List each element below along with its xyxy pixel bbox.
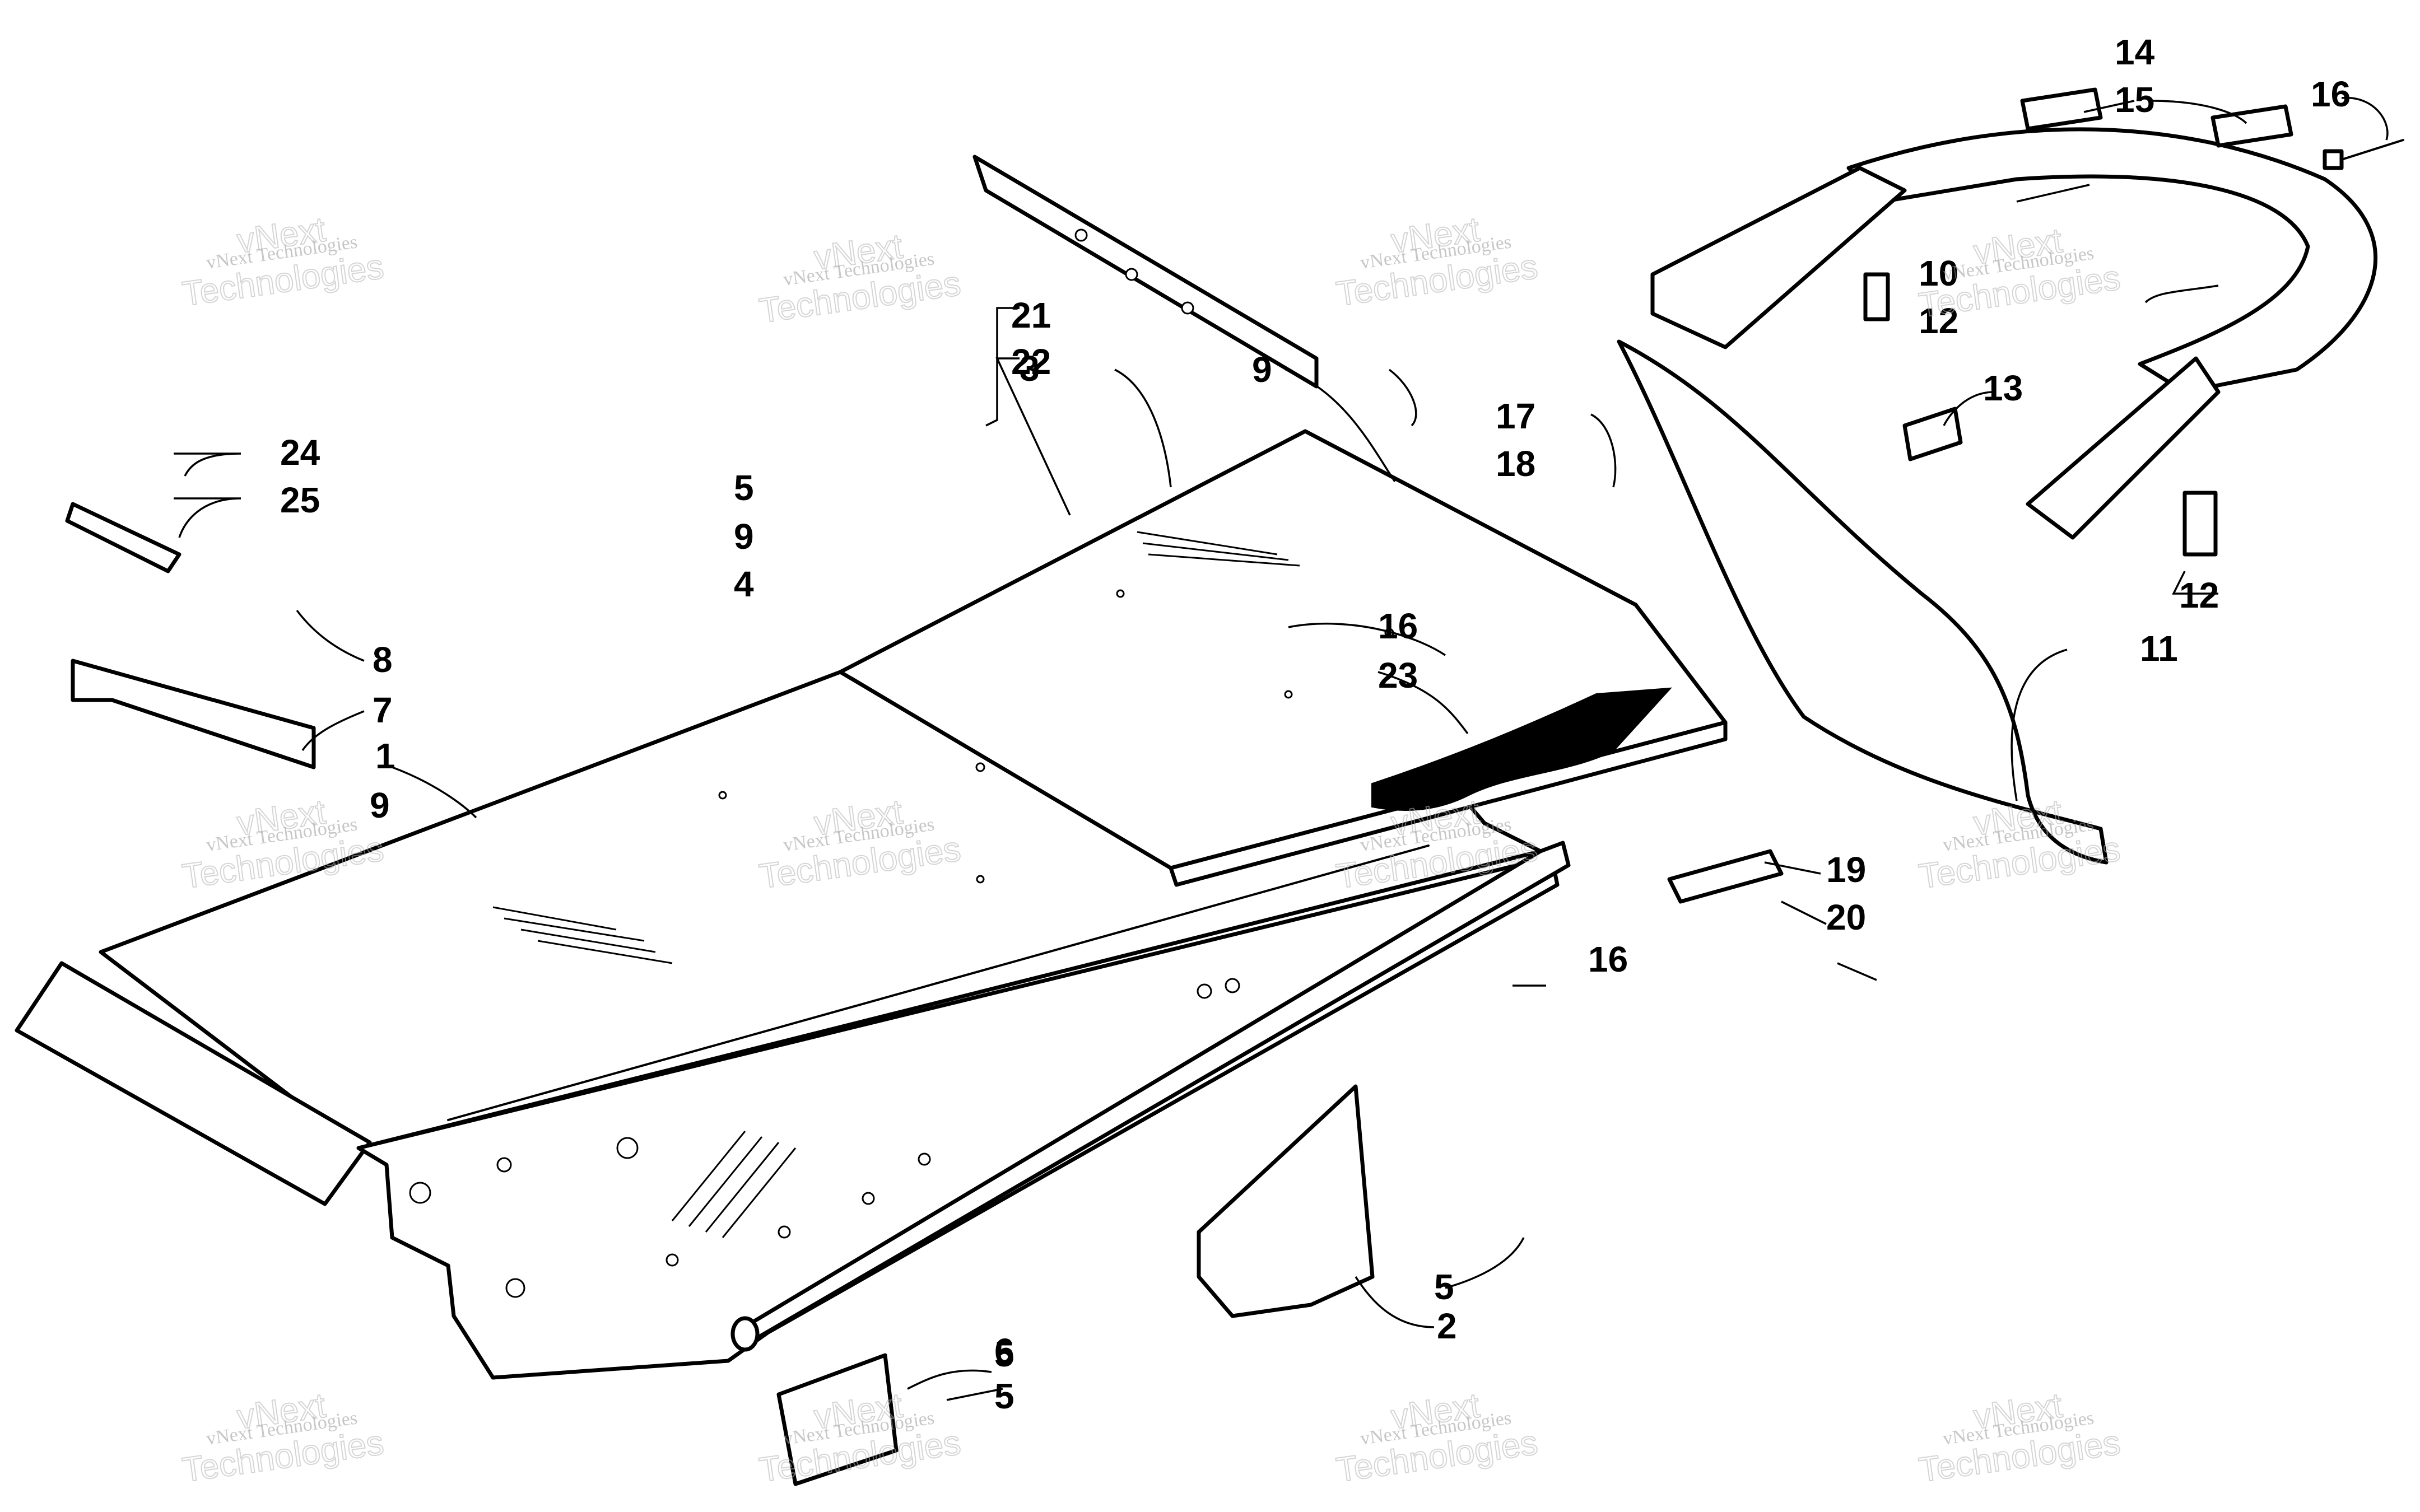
watermark: vNext Technologies vNext Technologies (756, 226, 964, 331)
bumper-shell (1617, 339, 2109, 865)
watermark: vNext Technologies vNext Technologies (756, 792, 964, 897)
watermark: vNext Technologies vNext Technologies (179, 209, 387, 314)
callout-16a: 16 (2311, 74, 2351, 114)
callout-5a: 5 (734, 468, 754, 508)
watermark: vNext Technologies vNext Technologies (1916, 1385, 2123, 1490)
running-board-bracket (1197, 1084, 1375, 1318)
mounting-plate (776, 1353, 899, 1486)
callout-5d: 5 (994, 1334, 1014, 1374)
clip-nut-12 (2182, 491, 2218, 557)
callout-11: 11 (2140, 628, 2178, 669)
slide-rail-bar (737, 841, 1571, 1341)
callout-21: 21 (1011, 295, 1051, 335)
callout-8: 8 (373, 640, 393, 680)
watermark: vNext Technologies vNext Technologies (1916, 221, 2123, 325)
callout-6: 6 (994, 1331, 1014, 1371)
callout-10: 10 (1919, 253, 1958, 293)
bumper-bracket (71, 659, 316, 769)
slide-rail-end (730, 1316, 760, 1352)
callout-12b: 12 (2179, 575, 2219, 615)
callout-14: 14 (2115, 32, 2155, 72)
callout-3: 3 (1020, 348, 1040, 389)
callout-18: 18 (1496, 444, 1535, 484)
callout-2: 2 (1437, 1306, 1457, 1346)
tunnel-assembly (15, 429, 1728, 1380)
callout-13: 13 (1983, 368, 2023, 408)
decal-checkered (1371, 687, 1672, 811)
callout-9a: 9 (1252, 349, 1272, 390)
reflector-15 (2210, 104, 2293, 148)
callout-16c: 16 (1588, 939, 1628, 979)
callout-20: 20 (1826, 897, 1866, 937)
rear-bumper-assembly (1617, 87, 2404, 865)
tunnel-front-flap (15, 961, 372, 1206)
grab-handle (1846, 127, 2377, 394)
clip-nut-13 (1902, 407, 1963, 461)
callout-25: 25 (280, 480, 320, 520)
callout-12a: 12 (1919, 301, 1958, 341)
callout-22: 22 (1011, 342, 1051, 382)
callout-24: 24 (280, 432, 320, 473)
tunnel-side-wall (356, 855, 1560, 1380)
tunnel-holes (409, 589, 1394, 1298)
bolt-16 (2323, 149, 2344, 170)
callout-4: 4 (734, 564, 754, 604)
watermark: vNext Technologies vNext Technologies (1333, 209, 1541, 314)
bumper-left-arm (1650, 166, 1907, 349)
watermark: vNext Technologies vNext Technologies (179, 1385, 387, 1490)
callout-9b: 9 (734, 516, 754, 557)
callout-15: 15 (2115, 80, 2154, 120)
strap (65, 502, 182, 573)
callout-19: 19 (1826, 850, 1866, 890)
clip-nut-10 (1863, 272, 1890, 321)
callout-9c: 9 (370, 785, 390, 825)
watermark: vNext Technologies vNext Technologies (1916, 792, 2123, 897)
callout-1: 1 (375, 736, 395, 776)
bumper-right-arm (2026, 356, 2221, 540)
watermark: vNext Technologies vNext Technologies (1333, 1385, 1541, 1490)
callout-5b: 5 (1434, 1267, 1454, 1307)
name-plate (1667, 849, 1784, 904)
callout-23: 23 (1378, 655, 1418, 696)
callout-16b: 16 (1378, 606, 1418, 646)
callout-7: 7 (373, 690, 393, 730)
callout-17: 17 (1496, 396, 1535, 436)
reflector-14 (2020, 87, 2103, 131)
leader-lines (174, 97, 2389, 1401)
callouts: 1 2 3 4 5 5 5 5 6 7 8 9 9 9 10 11 12 12 … (280, 32, 2351, 1416)
callout-5c: 5 (994, 1376, 1014, 1416)
